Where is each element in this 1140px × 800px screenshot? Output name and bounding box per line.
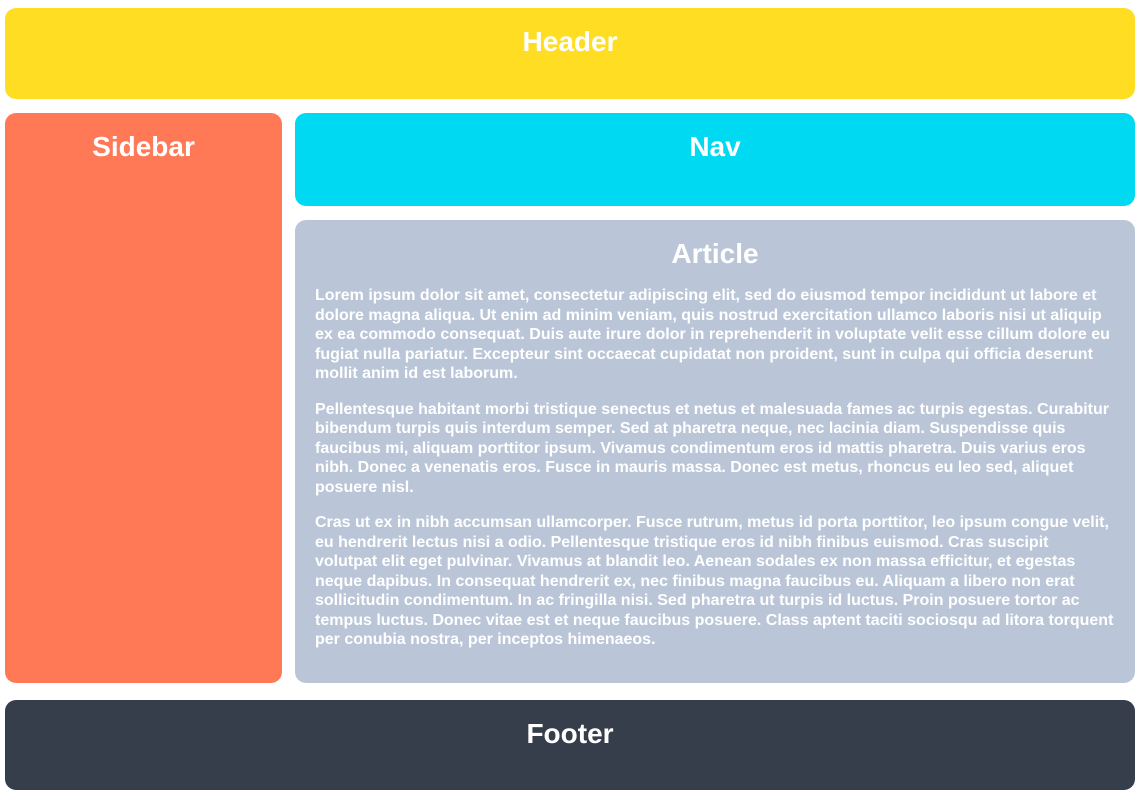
sidebar-title: Sidebar bbox=[92, 131, 195, 162]
nav-title: Nav bbox=[689, 131, 741, 162]
article-paragraph-1: Lorem ipsum dolor sit amet, consectetur … bbox=[315, 287, 1110, 383]
footer-title: Footer bbox=[526, 718, 614, 749]
article-section: Article Lorem ipsum dolor sit amet, cons… bbox=[295, 220, 1135, 683]
nav-section: Nav bbox=[295, 113, 1135, 206]
footer-section: Footer bbox=[5, 700, 1135, 790]
sidebar-section: Sidebar bbox=[5, 113, 282, 683]
main-column: Nav Article Lorem ipsum dolor sit amet, … bbox=[295, 113, 1135, 683]
article-paragraph-2: Pellentesque habitant morbi tristique se… bbox=[315, 400, 1110, 496]
header-section: Header bbox=[5, 8, 1135, 99]
middle-row: Sidebar Nav Article Lorem ipsum dolor si… bbox=[5, 113, 1135, 683]
header-title: Header bbox=[522, 26, 618, 57]
article-paragraph-3: Cras ut ex in nibh accumsan ullamcorper.… bbox=[315, 514, 1114, 649]
article-title: Article bbox=[671, 238, 759, 269]
